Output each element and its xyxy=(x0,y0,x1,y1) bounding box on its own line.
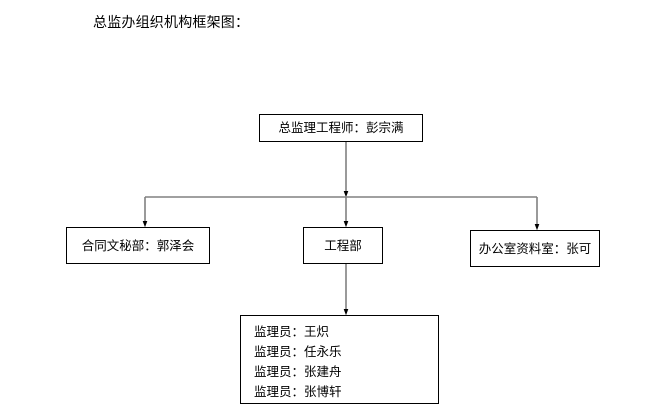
node-chief-supervisor-engineer[interactable]: 总监理工程师：彭宗满 xyxy=(259,114,423,142)
node-supervisor-staff-list[interactable]: 监理员：王炽 监理员：任永乐 监理员：张建舟 监理员：张博轩 xyxy=(240,315,439,404)
list-item: 监理员：任永乐 xyxy=(254,344,342,359)
list-item: 监理员：张博轩 xyxy=(254,384,342,399)
list-item: 监理员：张建舟 xyxy=(254,364,342,379)
node-office-archive-room[interactable]: 办公室资料室：张可 xyxy=(470,230,600,267)
node-contract-secretary-department[interactable]: 合同文秘部：郭泽会 xyxy=(66,227,210,264)
list-item: 监理员：王炽 xyxy=(254,324,330,339)
page-title: 总监办组织机构框架图： xyxy=(93,15,250,31)
node-engineering-department[interactable]: 工程部 xyxy=(303,227,383,264)
